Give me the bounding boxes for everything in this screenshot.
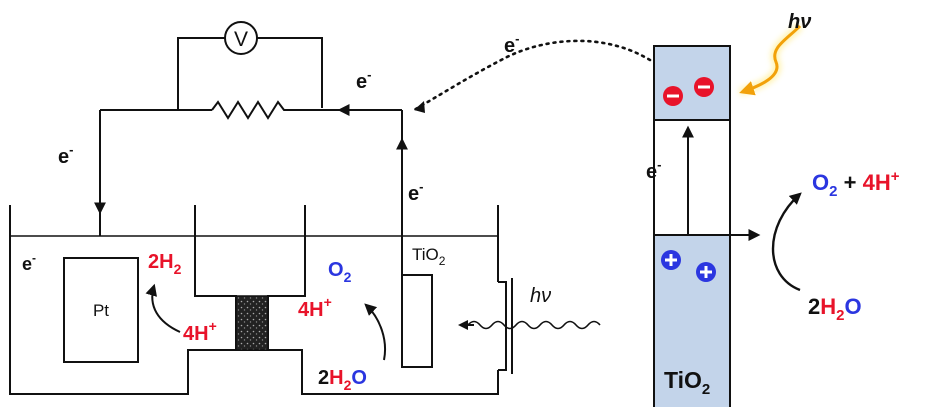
anode-reaction: O2 4H+ 2H2O [298,259,386,393]
porous-membrane-icon [235,295,269,351]
band-photon-icon: hν [738,11,811,96]
cathode-reaction: 2H2 4H+ [145,251,217,345]
electron-minus-icon [694,77,714,97]
voltmeter-icon: V [224,21,258,55]
electron-label-cell: e- [22,251,36,274]
cathode-protons: 4H+ [183,318,217,345]
electron-transfer: e- [412,31,652,113]
svg-text:e-: e- [22,251,36,274]
electron-minus-icon [663,86,683,106]
band-water: 2H2O [808,294,862,324]
resistor-icon [211,100,290,120]
hole-plus-icon [661,250,681,270]
transfer-electron-label: e- [504,31,519,57]
external-circuit [94,37,408,275]
anode-protons: 4H+ [298,294,332,321]
h2-product: 2H2 [148,251,182,277]
hole-plus-icon [696,262,716,282]
band-diagram: e- TiO2 [646,45,761,407]
electron-label-top: e- [356,67,371,93]
o2-product: O2 [328,259,352,285]
excitation-electron-label: e- [646,157,661,183]
tio2-electrode-label: TiO2 [412,245,446,268]
band-oxidation-arrow [771,192,802,292]
cathode-arrow [145,283,181,333]
photon-wave-icon: hν [458,285,601,330]
conduction-band [653,45,731,121]
electron-label-left: e- [58,142,73,168]
band-hv-label: hν [788,11,811,33]
cell-hv-label: hν [530,285,551,307]
svg-text:e-: e- [356,67,371,93]
band-tio2-label: TiO2 [664,367,710,398]
band-product: O2 + 4H+ [812,168,900,200]
electron-label-right: e- [408,179,423,205]
svg-text:e-: e- [58,142,73,168]
anode-water: 2H2O [318,367,367,393]
anode-arrow [364,303,386,361]
tio2-electrode: TiO2 [401,245,446,368]
band-water-oxidation: O2 + 4H+ 2H2O [771,168,900,324]
svg-text:e-: e- [408,179,423,205]
pt-label: Pt [93,301,109,320]
pt-electrode: Pt [63,257,139,363]
voltmeter-label: V [234,28,248,51]
